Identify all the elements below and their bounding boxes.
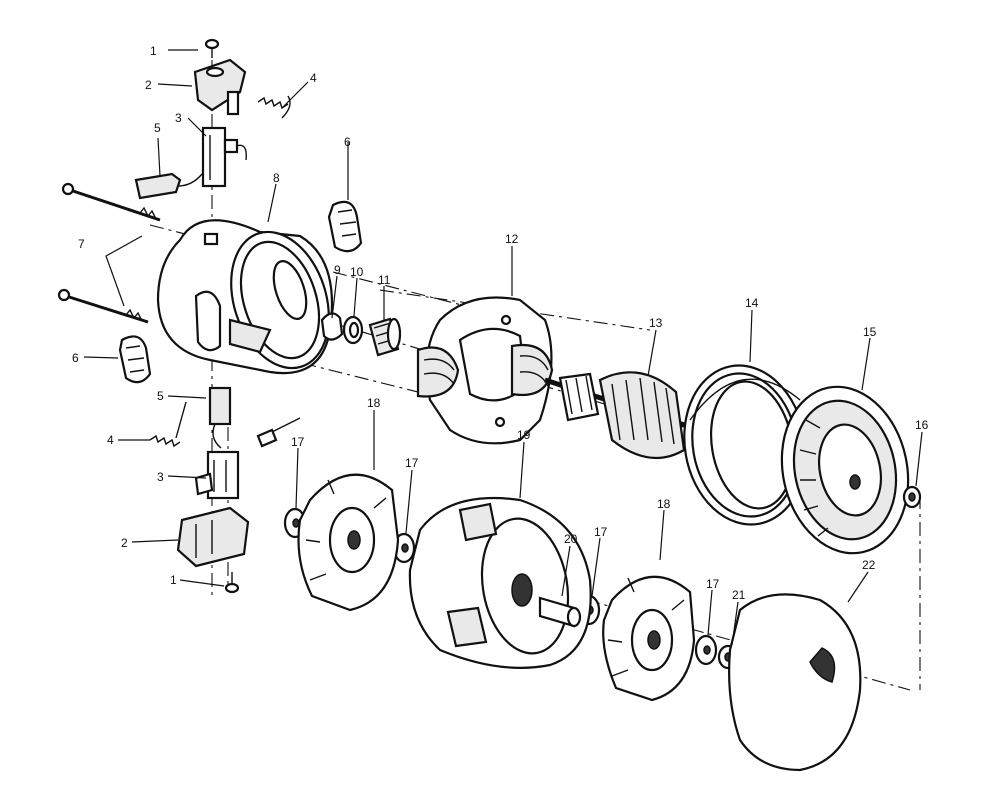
brush-holder-bottom <box>194 450 240 500</box>
impeller-18b <box>602 575 696 702</box>
callout-3-bottom: 3 <box>157 470 164 484</box>
brush-holder-top <box>201 126 247 188</box>
spring-top <box>257 95 291 119</box>
callout-7: 7 <box>78 237 85 251</box>
washer-10 <box>342 315 364 345</box>
screw-top <box>204 38 220 58</box>
brush-cap-top <box>193 58 247 116</box>
brush-retainer-top <box>327 200 363 253</box>
callout-3-top: 3 <box>175 111 182 125</box>
callout-6-top: 6 <box>344 135 351 149</box>
screw-bottom <box>224 572 240 594</box>
callout-4-top: 4 <box>310 71 317 85</box>
callout-18-left: 18 <box>367 396 381 410</box>
callout-4-bottom: 4 <box>107 433 114 447</box>
field-stator <box>416 296 554 445</box>
callout-6-bottom: 6 <box>72 351 79 365</box>
callout-9: 9 <box>334 263 341 277</box>
callout-21: 21 <box>732 588 746 602</box>
impeller-18a <box>297 473 400 612</box>
brush-retainer-bottom <box>118 335 152 384</box>
leader-lines <box>83 49 923 646</box>
callout-labels: 1 2 3 4 5 6 7 8 6 9 10 11 12 13 14 15 16… <box>72 44 929 602</box>
callout-11: 11 <box>378 273 391 287</box>
callout-2-bottom: 2 <box>121 536 128 550</box>
callout-19: 19 <box>517 428 531 442</box>
fan <box>780 385 910 555</box>
callout-5-bottom: 5 <box>157 389 164 403</box>
callout-16: 16 <box>915 418 929 432</box>
bearing <box>368 317 402 357</box>
carbon-brush-bottom <box>208 386 232 449</box>
callout-15: 15 <box>863 325 877 339</box>
fan-housing <box>408 496 592 669</box>
callout-20: 20 <box>564 532 578 546</box>
brush-cap-bottom <box>176 506 250 568</box>
callout-18-right: 18 <box>657 497 671 511</box>
callout-17-c: 17 <box>594 525 608 539</box>
callout-1-top: 1 <box>150 44 157 58</box>
callout-12: 12 <box>505 232 519 246</box>
callout-14: 14 <box>745 296 759 310</box>
washer-17d <box>694 634 718 666</box>
armature <box>544 371 701 460</box>
through-bolts <box>57 182 161 324</box>
callout-5-top: 5 <box>154 121 161 135</box>
end-cap <box>728 593 862 772</box>
nut-16 <box>902 485 922 509</box>
terminal-connector <box>256 417 301 448</box>
callout-13: 13 <box>649 316 663 330</box>
motor-housing <box>156 219 334 375</box>
callout-17-a: 17 <box>291 435 305 449</box>
bearing-retainer <box>320 312 344 341</box>
spacer-20 <box>538 596 582 628</box>
callout-1-bottom: 1 <box>170 573 177 587</box>
spring-bottom <box>149 401 187 448</box>
fan-ring <box>683 364 807 526</box>
carbon-brush-top <box>134 172 203 200</box>
callout-2-top: 2 <box>145 78 152 92</box>
callout-17-d: 17 <box>706 577 720 591</box>
callout-10: 10 <box>350 265 364 279</box>
callout-17-b: 17 <box>405 456 419 470</box>
callout-22: 22 <box>862 558 876 572</box>
callout-8: 8 <box>273 171 280 185</box>
